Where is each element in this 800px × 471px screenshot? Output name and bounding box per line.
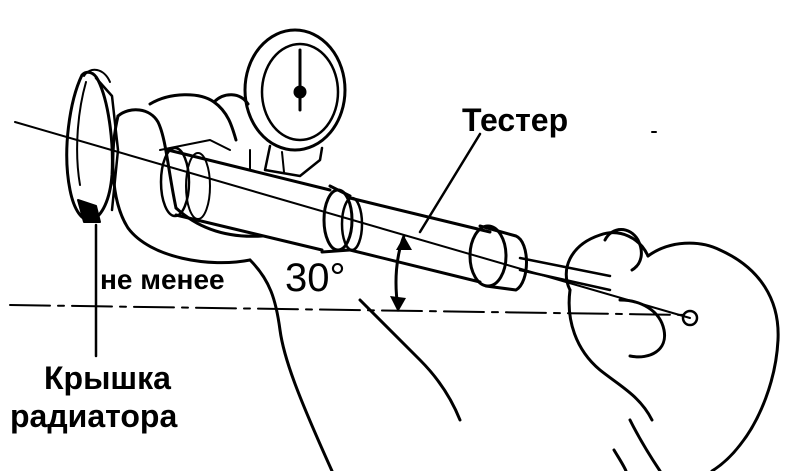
- angle-value-label: 30°: [285, 256, 346, 300]
- angle-arrow: [390, 234, 412, 312]
- pressure-gauge: [243, 28, 347, 178]
- angle-min-label: не менее: [100, 264, 225, 295]
- tester-leader-line: [418, 132, 482, 234]
- horizontal-reference-line: [9, 304, 691, 316]
- right-hand: [564, 228, 780, 471]
- tester-plunger: [468, 224, 699, 327]
- radiator-cap-label-line2: радиатора: [10, 398, 178, 434]
- radiator-cap: [65, 68, 120, 223]
- tester-label: Тестер: [462, 102, 569, 138]
- tester-tube: [320, 184, 492, 284]
- tester-body: [159, 139, 332, 252]
- radiator-cap-label-line1: Крышка: [44, 360, 171, 396]
